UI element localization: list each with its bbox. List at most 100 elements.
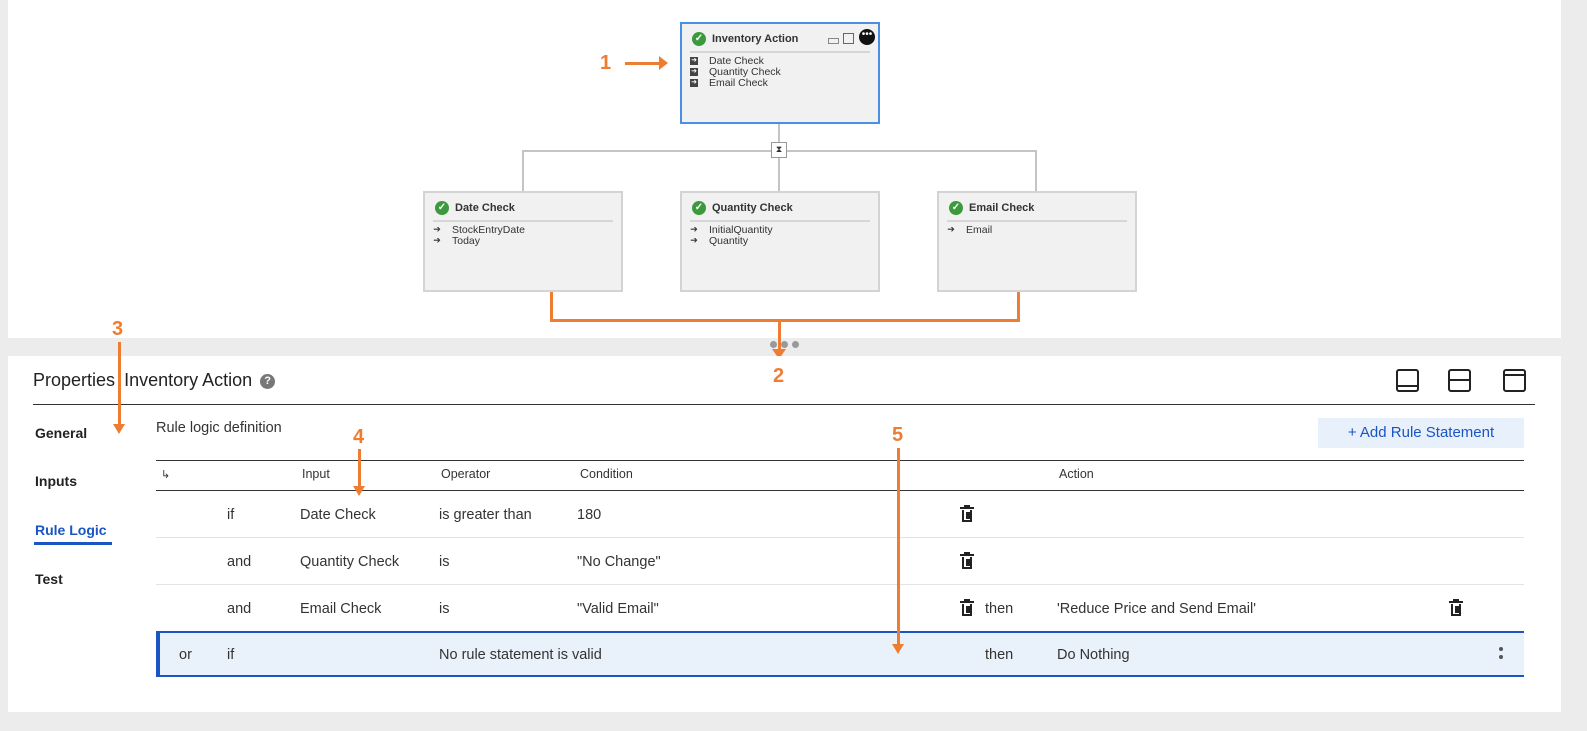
node-inventory-action[interactable]: ✓ Inventory Action ••• ➜Date Check ➜Quan… — [680, 22, 880, 124]
connector-line — [787, 150, 1037, 152]
row-condition[interactable]: "Valid Email" — [577, 601, 659, 617]
row-keyword: if — [227, 507, 235, 523]
check-icon: ✓ — [692, 32, 706, 46]
callout-arrow — [625, 62, 663, 65]
split-view-icon[interactable] — [1448, 369, 1471, 392]
row-then: then — [985, 647, 1014, 663]
diagram-canvas: ✓ Inventory Action ••• ➜Date Check ➜Quan… — [8, 0, 1561, 352]
node-item: ➔StockEntryDate — [433, 223, 525, 236]
active-tab-indicator — [34, 542, 112, 545]
table-top-line — [156, 460, 1524, 461]
connector-line — [522, 150, 771, 152]
table-header-line — [156, 490, 1524, 491]
add-rule-statement-button[interactable]: + Add Rule Statement — [1318, 418, 1524, 448]
expand-icon[interactable]: ➜ — [690, 56, 698, 65]
column-header-condition: Condition — [580, 467, 633, 481]
connector-line — [778, 158, 780, 191]
row-operator[interactable]: is — [439, 554, 450, 570]
callout-arrow — [118, 342, 121, 426]
callout-bracket — [550, 319, 1020, 322]
check-icon: ✓ — [435, 201, 449, 215]
node-quantity-check[interactable]: ✓ Quantity Check ➔InitialQuantity ➔Quant… — [680, 191, 880, 292]
drag-handle-icon[interactable] — [1499, 647, 1503, 661]
row-keyword: if — [227, 647, 235, 663]
more-options-icon[interactable]: ••• — [859, 29, 875, 45]
arrow-head-icon — [772, 349, 786, 359]
expand-icon[interactable]: ➜ — [690, 67, 698, 76]
help-icon[interactable]: ? — [260, 374, 276, 389]
node-title: Email Check — [969, 202, 1035, 214]
maximize-icon[interactable] — [843, 33, 854, 44]
node-email-check[interactable]: ✓ Email Check ➔Email — [937, 191, 1137, 292]
properties-panel: Properties Inventory Action ? General In… — [8, 318, 1561, 712]
panel-title: Inventory Action — [124, 370, 253, 390]
collapse-rows-icon[interactable]: ↳ — [161, 469, 171, 481]
selected-row-marker — [156, 633, 160, 675]
callout-3: 3 — [112, 318, 124, 340]
minimize-icon[interactable] — [828, 38, 839, 44]
row-input[interactable]: Quantity Check — [300, 554, 400, 570]
connector-line — [522, 150, 524, 191]
callout-arrow — [778, 320, 781, 352]
check-icon: ✓ — [692, 201, 706, 215]
dock-bottom-icon[interactable] — [1396, 369, 1419, 392]
node-item: ➜Date Check — [690, 54, 764, 67]
row-action[interactable]: 'Reduce Price and Send Email' — [1057, 601, 1256, 617]
dock-top-icon[interactable] — [1503, 369, 1526, 392]
column-header-action: Action — [1059, 467, 1094, 481]
table-row[interactable]: and Email Check is "Valid Email" then 'R… — [156, 585, 1524, 631]
node-item: ➜Email Check — [690, 76, 768, 89]
tab-inputs[interactable]: Inputs — [35, 473, 77, 489]
panel-splitter[interactable] — [770, 341, 800, 349]
row-input[interactable]: Date Check — [300, 507, 376, 523]
tab-rule-logic[interactable]: Rule Logic — [35, 522, 107, 538]
callout-4: 4 — [353, 426, 365, 448]
callout-5: 5 — [892, 424, 904, 446]
delete-icon[interactable] — [960, 552, 974, 570]
row-then: then — [985, 601, 1014, 617]
row-connector: or — [179, 647, 192, 663]
connector-line — [778, 124, 780, 144]
callout-arrow — [358, 449, 361, 487]
row-input[interactable]: Email Check — [300, 601, 382, 617]
tab-general[interactable]: General — [35, 425, 88, 441]
delete-icon[interactable] — [960, 599, 974, 617]
row-operator: No rule statement is valid — [439, 647, 602, 663]
default-row[interactable]: or if No rule statement is valid then Do… — [156, 631, 1524, 677]
arrow-right-icon: ➔ — [433, 224, 441, 234]
tab-test[interactable]: Test — [35, 571, 63, 587]
check-icon: ✓ — [949, 201, 963, 215]
arrow-right-icon: ➔ — [690, 235, 698, 245]
callout-bracket — [550, 292, 553, 322]
row-condition[interactable]: 180 — [577, 507, 602, 523]
node-item: ➔Today — [433, 234, 481, 247]
row-keyword: and — [227, 601, 252, 617]
node-date-check[interactable]: ✓ Date Check ➔StockEntryDate ➔Today — [423, 191, 623, 292]
row-condition[interactable]: "No Change" — [577, 554, 661, 570]
row-action[interactable]: Do Nothing — [1057, 647, 1130, 663]
arrow-head-icon — [113, 424, 125, 434]
collapse-toggle-icon[interactable]: ⧗ — [771, 142, 787, 158]
node-title: Inventory Action — [712, 33, 799, 45]
column-header-input: Input — [302, 467, 330, 481]
row-operator[interactable]: is greater than — [439, 507, 532, 523]
arrow-right-icon: ➔ — [947, 224, 955, 234]
rule-logic-heading: Rule logic definition — [156, 420, 282, 436]
expand-icon[interactable]: ➜ — [690, 78, 698, 87]
callout-1: 1 — [600, 52, 612, 74]
panel-label: Properties — [33, 370, 116, 390]
arrow-head-icon — [659, 56, 668, 70]
table-row[interactable]: and Quantity Check is "No Change" — [156, 538, 1524, 584]
table-row[interactable]: if Date Check is greater than 180 — [156, 491, 1524, 537]
row-operator[interactable]: is — [439, 601, 450, 617]
row-keyword: and — [227, 554, 252, 570]
arrow-right-icon: ➔ — [690, 224, 698, 234]
node-title: Date Check — [455, 202, 515, 214]
arrow-right-icon: ➔ — [433, 235, 441, 245]
node-item: ➔Email — [947, 223, 993, 236]
delete-action-icon[interactable] — [1449, 599, 1463, 617]
node-item: ➜Quantity Check — [690, 65, 781, 78]
callout-bracket — [1017, 292, 1020, 322]
delete-icon[interactable] — [960, 505, 974, 523]
arrow-head-icon — [892, 644, 904, 654]
